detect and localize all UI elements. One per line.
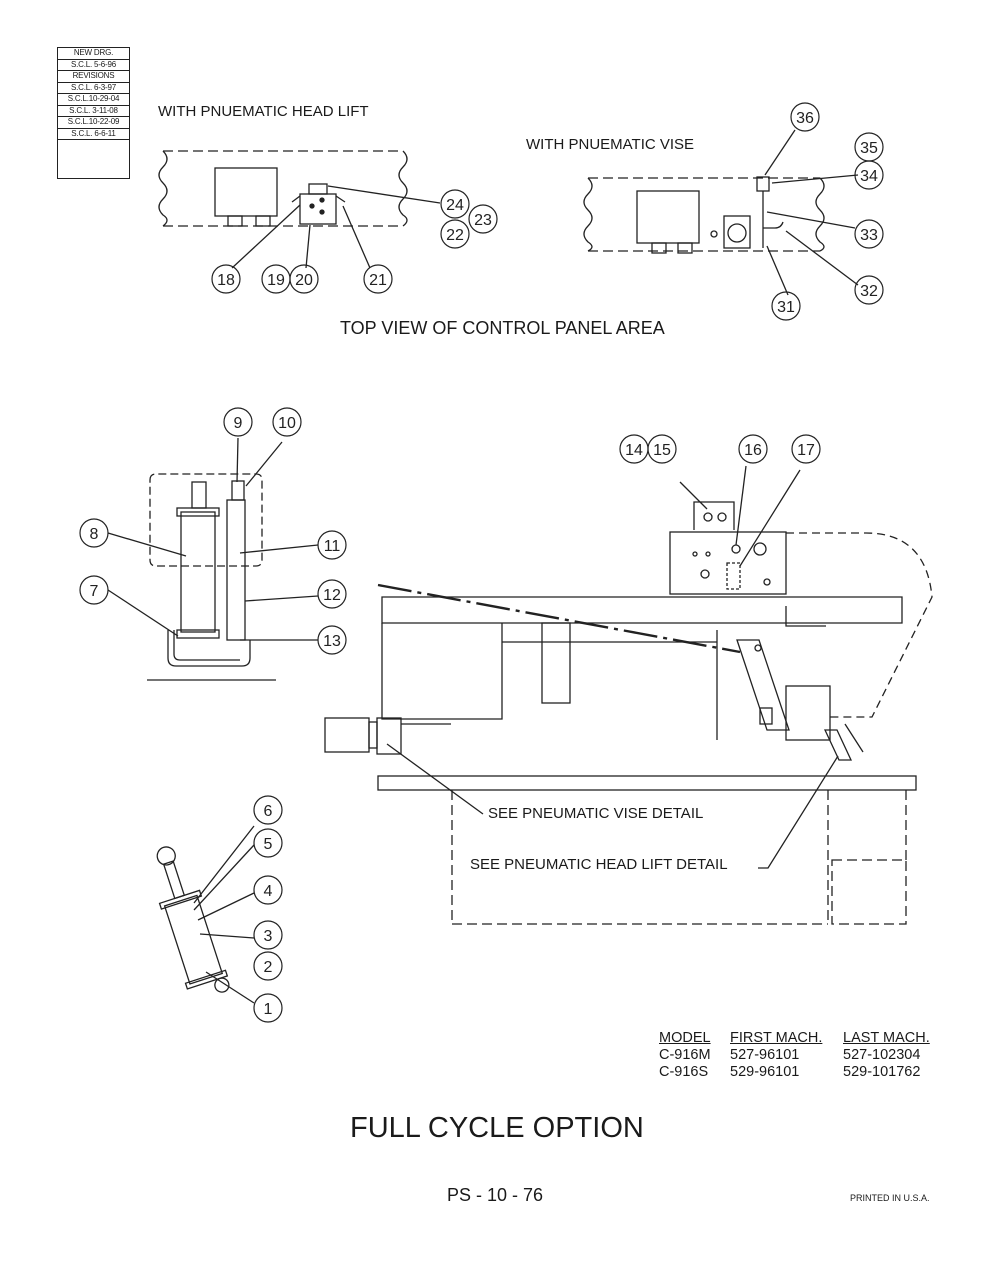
callout-6: 6: [264, 803, 273, 820]
callout-1: 1: [264, 1001, 273, 1018]
top-view-label: TOP VIEW OF CONTROL PANEL AREA: [340, 318, 665, 338]
page-title: FULL CYCLE OPTION: [350, 1112, 644, 1144]
callout-5: 5: [264, 836, 273, 853]
revision-entry: S.C.L.10-29-04: [58, 94, 129, 106]
new-drawing-value: S.C.L. 5-6-96: [58, 60, 129, 71]
table-header-model: MODEL: [659, 1030, 711, 1046]
callout-3: 3: [264, 928, 273, 945]
callout-22: 22: [446, 227, 464, 244]
callout-17: 17: [797, 442, 815, 459]
callout-4: 4: [264, 883, 273, 900]
callout-34: 34: [860, 168, 878, 185]
callout-11: 11: [324, 538, 341, 555]
callout-circles: [79, 102, 884, 1023]
callout-13: 13: [323, 633, 341, 650]
revision-entry: S.C.L. 6-3-97: [58, 83, 129, 94]
printed-in: PRINTED IN U.S.A.: [850, 1193, 930, 1203]
callout-32: 32: [860, 283, 878, 300]
callout-8: 8: [90, 526, 99, 543]
callout-numbers: 1 2 3 4 5 6 7 8 9 10 11 12 13 14 15 16 1…: [90, 110, 878, 1018]
vise-cylinder-view: [156, 825, 255, 1004]
table-cell: 529-96101: [730, 1064, 800, 1080]
page-number: PS - 10 - 76: [447, 1185, 544, 1205]
callout-12: 12: [323, 587, 341, 604]
vise-detail-label: SEE PNEUMATIC VISE DETAIL: [488, 805, 704, 822]
head-lift-cylinder-view: [107, 437, 319, 681]
callout-19: 19: [267, 272, 285, 289]
callout-7: 7: [90, 583, 99, 600]
saw-machine-view: [324, 465, 933, 925]
revision-entry: S.C.L. 3-11-08: [58, 106, 129, 117]
callout-35: 35: [860, 140, 878, 157]
callout-33: 33: [860, 227, 878, 244]
callout-18: 18: [217, 272, 235, 289]
new-drawing-label: NEW DRG.: [58, 48, 129, 60]
callout-15: 15: [653, 442, 671, 459]
callout-36: 36: [796, 110, 814, 127]
callout-23: 23: [474, 212, 492, 229]
callout-9: 9: [234, 415, 243, 432]
head-lift-detail-label: SEE PNEUMATIC HEAD LIFT DETAIL: [470, 856, 728, 873]
head-lift-label: WITH PNUEMATIC HEAD LIFT: [158, 103, 369, 120]
table-header-first: FIRST MACH.: [730, 1030, 823, 1046]
table-header-last: LAST MACH.: [843, 1030, 930, 1046]
callout-10: 10: [278, 415, 296, 432]
revision-entry: S.C.L. 6-6-11: [58, 129, 129, 140]
callout-21: 21: [369, 272, 387, 289]
callout-16: 16: [744, 442, 762, 459]
table-cell: 527-102304: [843, 1047, 921, 1063]
revision-entry: S.C.L.10-22-09: [58, 117, 129, 129]
vise-label: WITH PNUEMATIC VISE: [526, 136, 695, 153]
callout-14: 14: [625, 442, 643, 459]
callout-24: 24: [446, 197, 464, 214]
callout-20: 20: [295, 272, 313, 289]
head-lift-panel-view: [158, 150, 441, 269]
table-cell: C-916M: [659, 1047, 711, 1063]
revision-block: NEW DRG. S.C.L. 5-6-96 REVISIONS S.C.L. …: [57, 47, 130, 179]
table-cell: 527-96101: [730, 1047, 800, 1063]
callout-31: 31: [777, 299, 795, 316]
vise-panel-view: [583, 129, 859, 296]
callout-2: 2: [264, 959, 273, 976]
revisions-header: REVISIONS: [58, 71, 129, 83]
table-cell: C-916S: [659, 1064, 709, 1080]
table-cell: 529-101762: [843, 1064, 921, 1080]
